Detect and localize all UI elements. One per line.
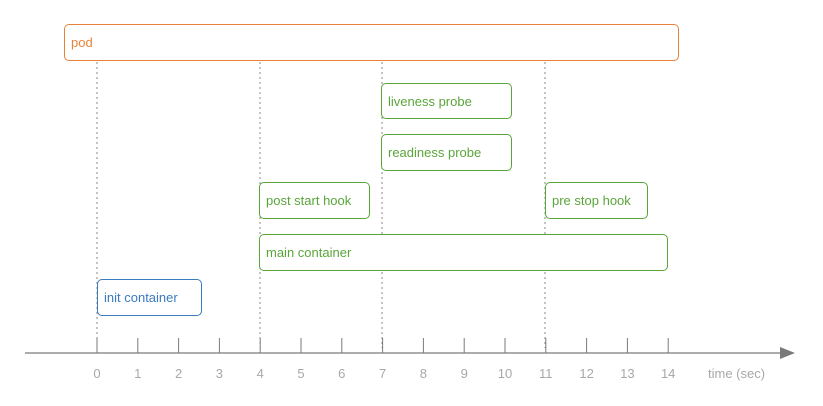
init-container-box: init container — [97, 279, 202, 316]
axis-tick-label: 2 — [174, 366, 183, 381]
liveness-probe-label: liveness probe — [388, 93, 472, 109]
axis-tick-label: 1 — [134, 366, 142, 381]
time-axis-arrowhead — [780, 347, 795, 359]
axis-tick-label: 12 — [579, 366, 594, 381]
axis-tick-label: 7 — [378, 366, 387, 381]
axis-tick-label: 14 — [660, 366, 676, 381]
axis-tick-label: 13 — [620, 366, 635, 381]
pre-stop-hook-label: pre stop hook — [552, 193, 631, 208]
readiness-probe-label: readiness probe — [388, 145, 482, 160]
axis-tick-label: 8 — [419, 366, 428, 381]
axis-tick-label: 10 — [497, 366, 513, 381]
axis-tick-label: 11 — [539, 366, 553, 381]
post-start-hook-label: post start hook — [266, 193, 352, 208]
pre-stop-hook-box: pre stop hook — [545, 182, 648, 219]
axis-tick-label: 9 — [460, 366, 468, 381]
pod-label: pod — [71, 35, 93, 50]
init-container-label: init container — [104, 290, 178, 305]
main-container-label: main container — [266, 245, 352, 260]
axis-tick-label: 5 — [297, 366, 305, 381]
readiness-probe-box: readiness probe — [381, 134, 512, 171]
post-start-hook-box: post start hook — [259, 182, 370, 219]
axis-tick-label: 6 — [338, 366, 346, 381]
main-container-box: main container — [259, 234, 668, 271]
axis-tick-label: 0 — [93, 366, 101, 381]
axis-ticks — [96, 338, 669, 353]
axis-tick-label: 4 — [256, 366, 264, 381]
axis-title: time (sec) — [708, 366, 766, 381]
liveness-probe-box: liveness probe — [381, 83, 512, 119]
pod-box: pod — [64, 24, 679, 61]
axis-tick-label: 3 — [215, 366, 224, 381]
